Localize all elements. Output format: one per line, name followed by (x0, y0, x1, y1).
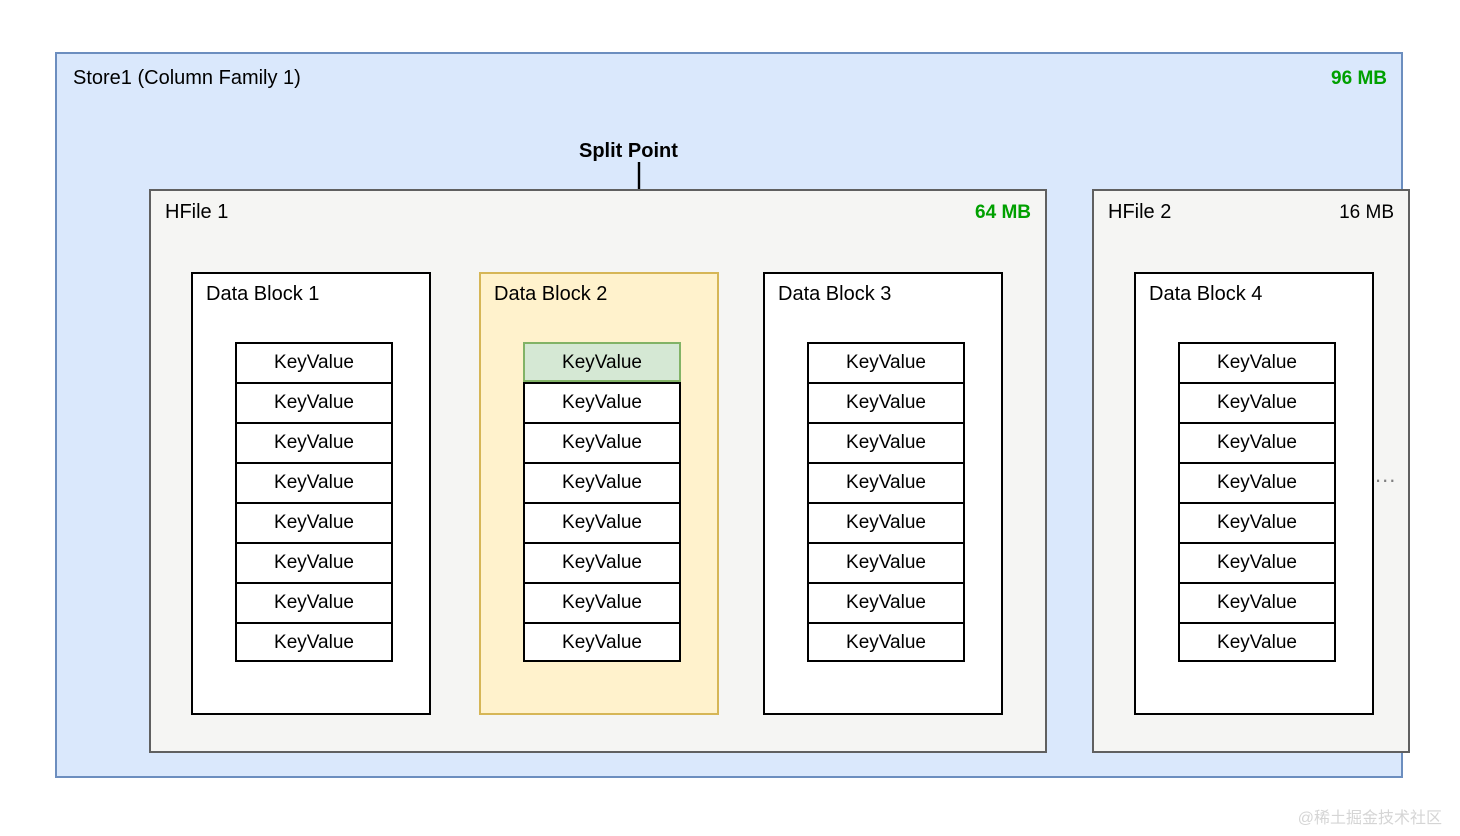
keyvalue-cell: KeyValue (235, 622, 393, 662)
store-title: Store1 (Column Family 1) (73, 67, 301, 89)
data-block-1-title: Data Block 1 (206, 283, 320, 305)
data-block-1-keyvalue-list: KeyValue KeyValue KeyValue KeyValue KeyV… (235, 342, 393, 662)
keyvalue-cell: KeyValue (235, 582, 393, 622)
hfile-2-title: HFile 2 (1108, 201, 1172, 223)
data-block-3-title: Data Block 3 (778, 283, 892, 305)
keyvalue-cell: KeyValue (807, 342, 965, 382)
keyvalue-cell: KeyValue (235, 462, 393, 502)
data-block-1: Data Block 1 KeyValue KeyValue KeyValue … (191, 272, 431, 715)
data-block-3: Data Block 3 KeyValue KeyValue KeyValue … (763, 272, 1003, 715)
keyvalue-cell: KeyValue (807, 462, 965, 502)
overflow-ellipsis: ... (1375, 462, 1397, 487)
keyvalue-cell: KeyValue (807, 382, 965, 422)
keyvalue-cell: KeyValue (1178, 382, 1336, 422)
hfile-1-size-badge: 64 MB (975, 202, 1031, 223)
keyvalue-cell: KeyValue (1178, 342, 1336, 382)
keyvalue-cell: KeyValue (1178, 582, 1336, 622)
keyvalue-cell: KeyValue (235, 422, 393, 462)
keyvalue-cell: KeyValue (807, 502, 965, 542)
keyvalue-cell: KeyValue (235, 542, 393, 582)
hfile-1-container: HFile 1 64 MB Data Block 1 KeyValue KeyV… (149, 189, 1047, 753)
hfile-2-container: HFile 2 16 MB Data Block 4 KeyValue KeyV… (1092, 189, 1410, 753)
keyvalue-cell: KeyValue (523, 422, 681, 462)
keyvalue-cell: KeyValue (1178, 622, 1336, 662)
keyvalue-cell: KeyValue (523, 462, 681, 502)
data-block-2-title: Data Block 2 (494, 283, 608, 305)
keyvalue-cell-split-target: KeyValue (523, 342, 681, 382)
keyvalue-cell: KeyValue (523, 622, 681, 662)
data-block-2-keyvalue-list: KeyValue KeyValue KeyValue KeyValue KeyV… (523, 342, 681, 662)
data-block-3-keyvalue-list: KeyValue KeyValue KeyValue KeyValue KeyV… (807, 342, 965, 662)
data-block-4-keyvalue-list: KeyValue KeyValue KeyValue KeyValue KeyV… (1178, 342, 1336, 662)
keyvalue-cell: KeyValue (1178, 422, 1336, 462)
keyvalue-cell: KeyValue (1178, 542, 1336, 582)
keyvalue-cell: KeyValue (1178, 502, 1336, 542)
data-block-4: Data Block 4 KeyValue KeyValue KeyValue … (1134, 272, 1374, 715)
hfile-2-size-badge: 16 MB (1339, 202, 1394, 223)
keyvalue-cell: KeyValue (807, 622, 965, 662)
keyvalue-cell: KeyValue (1178, 462, 1336, 502)
keyvalue-cell: KeyValue (523, 382, 681, 422)
keyvalue-cell: KeyValue (807, 422, 965, 462)
keyvalue-cell: KeyValue (807, 542, 965, 582)
keyvalue-cell: KeyValue (235, 502, 393, 542)
keyvalue-cell: KeyValue (807, 582, 965, 622)
keyvalue-cell: KeyValue (523, 582, 681, 622)
keyvalue-cell: KeyValue (523, 542, 681, 582)
keyvalue-cell: KeyValue (523, 502, 681, 542)
keyvalue-cell: KeyValue (235, 382, 393, 422)
watermark: @稀土掘金技术社区 (1297, 810, 1442, 827)
hfile-1-title: HFile 1 (165, 201, 229, 223)
keyvalue-cell: KeyValue (235, 342, 393, 382)
data-block-4-title: Data Block 4 (1149, 283, 1263, 305)
data-block-2: Data Block 2 KeyValue KeyValue KeyValue … (479, 272, 719, 715)
split-point-label: Split Point (579, 140, 678, 162)
store-size-badge: 96 MB (1331, 68, 1387, 89)
store-container: Store1 (Column Family 1) 96 MB Split Poi… (55, 52, 1410, 778)
